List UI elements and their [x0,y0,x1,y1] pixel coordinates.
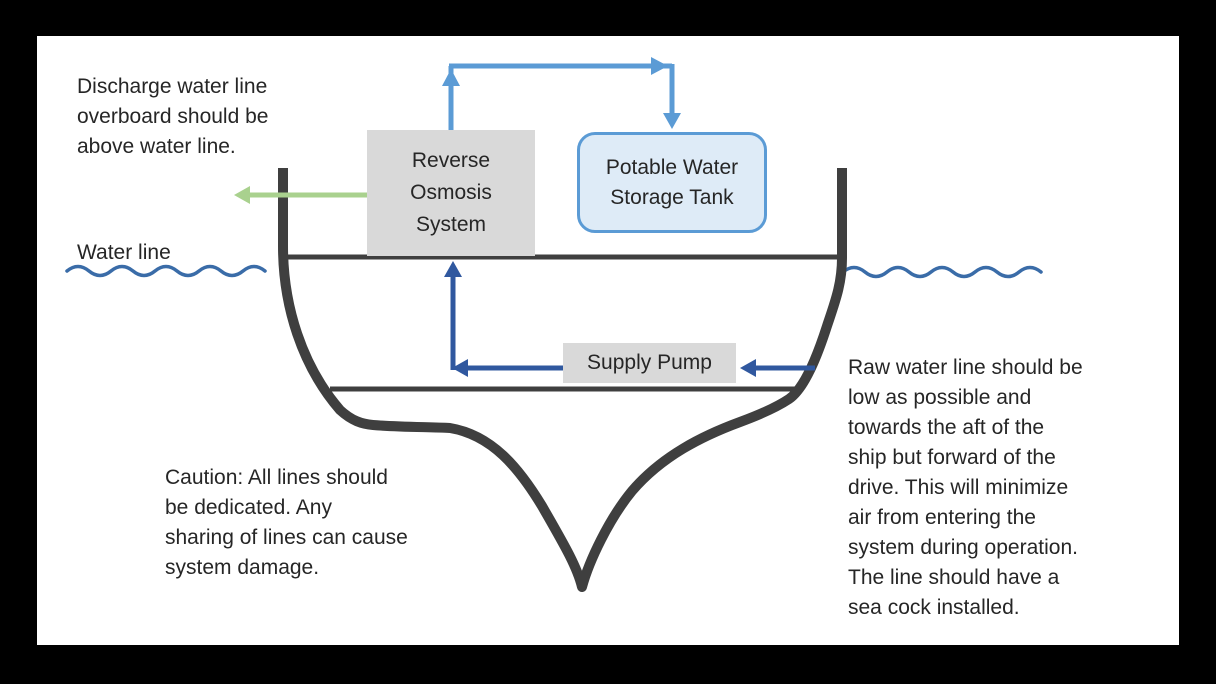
caution-note: Caution: All lines should be dedicated. … [165,466,408,579]
node-supply-pump: Supply Pump [563,343,736,383]
boat-hull-outline [278,168,847,592]
water-line-label: Water line [77,241,171,264]
water-wave-left [65,264,267,278]
pump-to-ro-arrowhead-left-icon [452,359,468,377]
raw-water-arrowhead-left-icon [740,359,756,377]
diagram-canvas: Reverse Osmosis System Potable Water Sto… [37,36,1179,645]
diagram-artwork [65,57,1043,592]
ro-to-tank-arrowhead-up-icon [442,69,460,86]
ro-to-tank-arrowhead-right-icon [651,57,668,75]
discharge-note: Discharge water line overboard should be… [77,75,269,158]
storage-tank-label: Potable Water Storage Tank [605,155,739,209]
discharge-arrowhead-left-icon [234,186,250,204]
supply-pump-label: Supply Pump [587,351,712,374]
water-wave-right [841,265,1043,279]
pump-to-ro-arrowhead-up-icon [444,261,462,277]
node-storage-tank: Potable Water Storage Tank [577,132,767,233]
tank-inlet-arrowhead-down-icon [663,113,681,129]
node-reverse-osmosis: Reverse Osmosis System [367,130,535,256]
raw-water-note: Raw water line should be low as possible… [848,356,1083,619]
reverse-osmosis-label: Reverse Osmosis System [410,149,492,236]
